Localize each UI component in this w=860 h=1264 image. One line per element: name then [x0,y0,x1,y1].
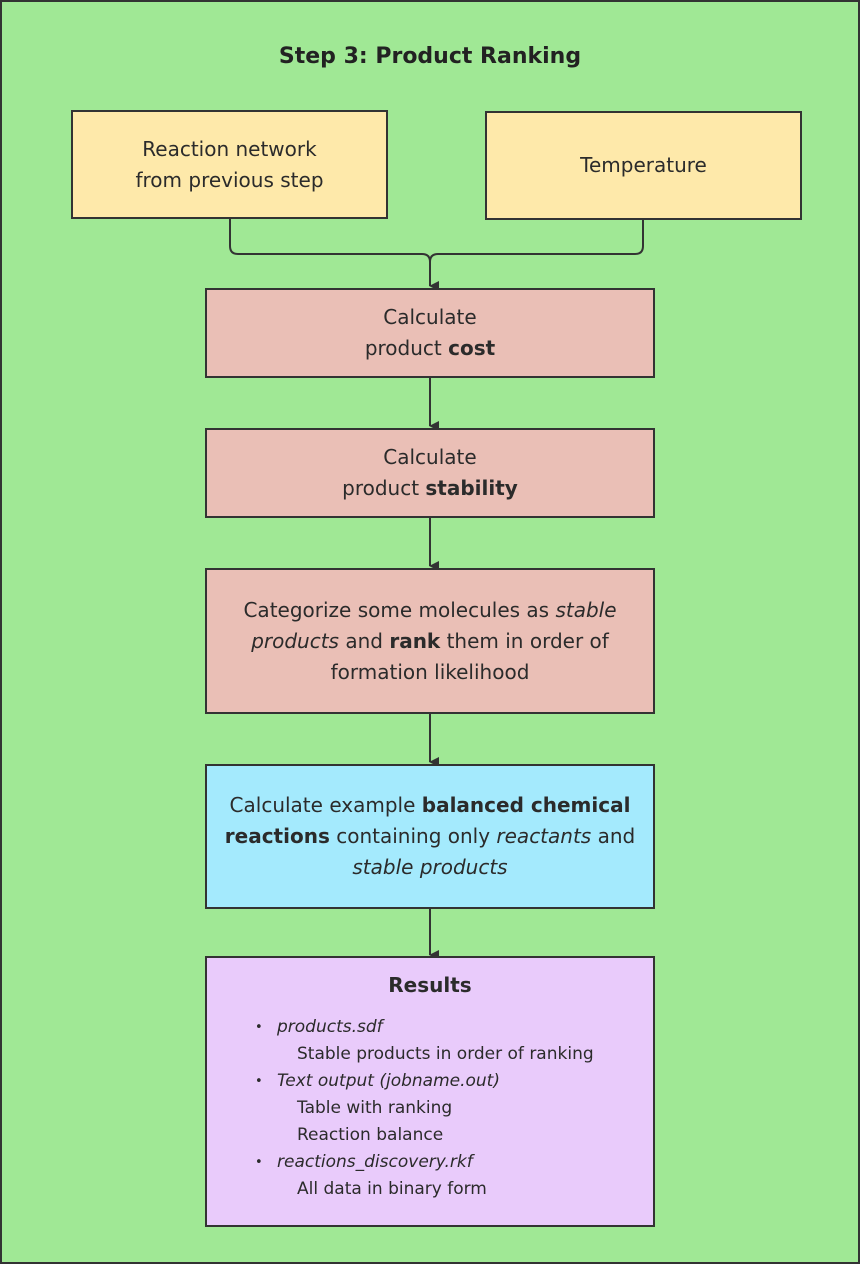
step-categorize-rank: Categorize some molecules as stable prod… [205,568,655,714]
categorize-text-1: Categorize some molecules as [243,597,556,622]
reactions-text-5: and [591,824,636,848]
step-cost-emphasis: cost [448,336,496,360]
step-cost-line2: product [364,336,449,360]
results-detail: Reaction balance [297,1125,444,1145]
step-balanced-reactions: Calculate example balanced chemical reac… [205,764,655,909]
reactions-stable-products: stable products [352,855,508,879]
step-cost-line1: Calculate [383,305,477,329]
results-item-products-sdf: products.sdf [255,1014,594,1041]
results-title: Results [388,973,472,997]
step-stability-line2: product [342,476,426,500]
results-box: Results products.sdf Stable products in … [205,956,655,1227]
categorize-text-5: them in order of formation likelihood [330,628,609,684]
connector-temperature [429,219,644,263]
categorize-text-3: and [338,628,390,653]
input-reaction-network-line1: Reaction network [142,136,317,161]
reactions-balanced-chemical: balanced chemical reactions [224,793,631,848]
input-temperature: Temperature [485,111,802,220]
results-item-text-output: Text output (jobname.out) [255,1068,594,1095]
reactions-text-1: Calculate example [229,793,422,817]
results-detail: All data in binary form [297,1179,487,1199]
results-detail: Table with ranking [297,1098,453,1118]
reactions-reactants: reactants [496,824,592,848]
results-list: products.sdf Stable products in order of… [255,1014,594,1203]
input-temperature-label: Temperature [580,153,707,177]
step-stability-emphasis: stability [425,476,518,500]
categorize-rank: rank [389,628,441,653]
step-stability-line1: Calculate [383,445,477,469]
reactions-text-3: containing only [329,824,497,848]
input-reaction-network-line2: from previous step [135,167,324,192]
diagram-title: Step 3: Product Ranking [278,44,582,69]
categorize-stable-products: stable products [251,597,617,653]
step-calculate-stability: Calculate product stability [205,428,655,518]
connector-reaction-network [229,218,439,291]
results-detail: Stable products in order of ranking [297,1044,594,1064]
input-reaction-network: Reaction network from previous step [71,110,388,219]
results-item-rkf: reactions_discovery.rkf [255,1149,594,1176]
step-calculate-cost: Calculate product cost [205,288,655,378]
